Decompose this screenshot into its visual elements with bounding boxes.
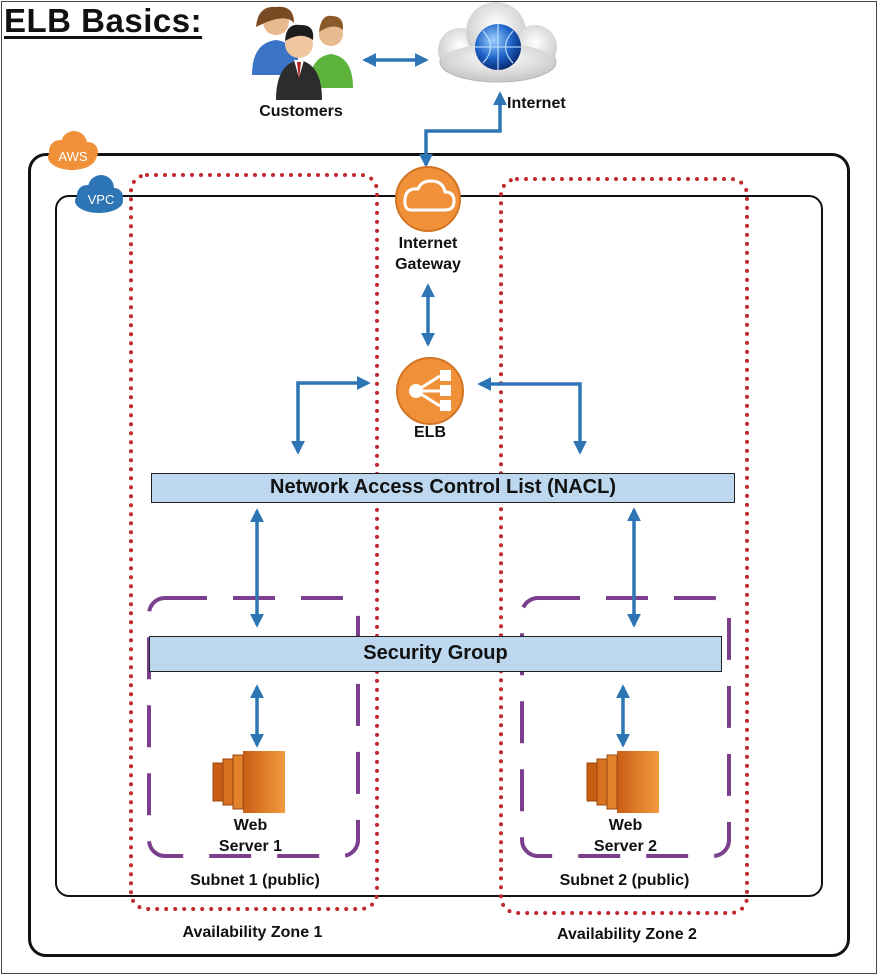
customers-icon	[252, 6, 353, 100]
vpc-label: VPC	[87, 192, 115, 207]
web-server-2-label-line1: Web	[608, 817, 643, 834]
web-server-1-label-line2: Server 1	[218, 838, 283, 855]
security-group-bar: Security Group	[149, 636, 722, 672]
availability-zone-2	[499, 177, 749, 915]
web-server-1-label: Web Server 1	[203, 815, 298, 857]
subnet-2-label: Subnet 2 (public)	[559, 872, 690, 889]
internet-gateway-label-line1: Internet	[398, 235, 458, 252]
elb-label: ELB	[414, 424, 446, 441]
availability-zone-1	[129, 173, 379, 911]
elb-icon	[396, 357, 464, 425]
ec2-server-icon	[212, 751, 285, 813]
internet-gateway-label: Internet Gateway	[378, 233, 478, 275]
ec2-server-icon	[586, 751, 659, 813]
internet-label: Internet	[507, 95, 566, 112]
web-server-2-label-line2: Server 2	[593, 838, 658, 855]
subnet-2-boundary	[520, 596, 731, 858]
nacl-bar: Network Access Control List (NACL)	[151, 473, 735, 503]
web-server-2-label: Web Server 2	[578, 815, 673, 857]
customers-label: Customers	[259, 103, 343, 120]
arrow-elb-nacl-left	[291, 376, 371, 455]
availability-zone-1-label: Availability Zone 1	[182, 924, 323, 941]
aws-cloud-icon	[48, 131, 98, 170]
aws-label: AWS	[58, 149, 88, 164]
vpc-cloud-icon	[75, 175, 123, 213]
subnet-1-label: Subnet 1 (public)	[190, 872, 320, 889]
availability-zone-2-label: Availability Zone 2	[557, 926, 697, 943]
web-server-1-label-line1: Web	[233, 817, 268, 834]
internet-cloud-icon	[438, 2, 557, 83]
internet-gateway-icon	[395, 166, 461, 232]
internet-gateway-label-line2: Gateway	[395, 256, 461, 273]
arrow-elb-nacl-right	[477, 377, 587, 455]
arrow-internet-gateway	[419, 91, 507, 168]
page-title: ELB Basics:	[4, 2, 203, 39]
